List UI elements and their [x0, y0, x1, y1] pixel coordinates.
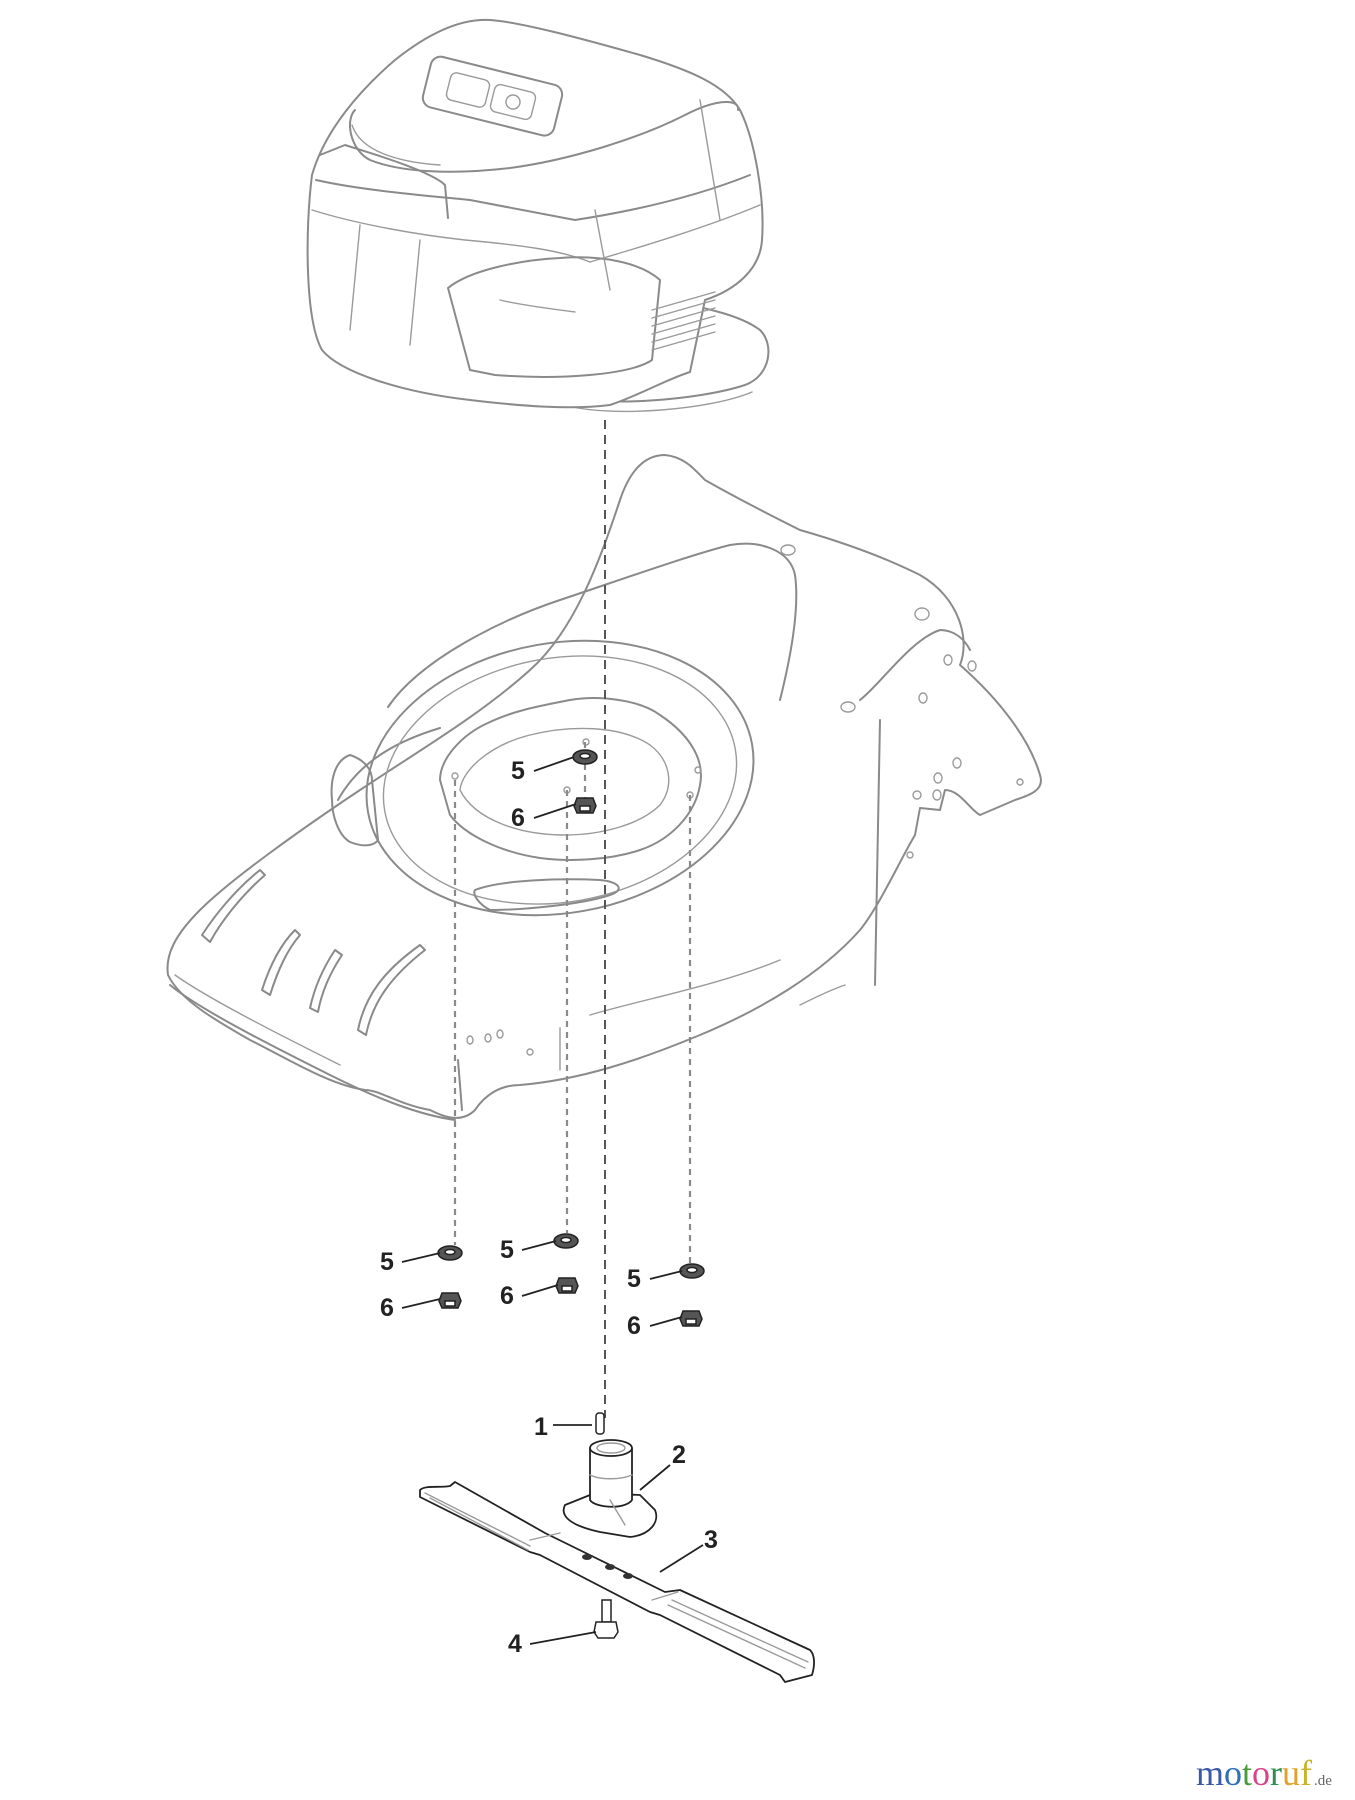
bolt-icon: [593, 1599, 619, 1639]
callouts: 1 2 3 4 5 6 5 6: [380, 756, 718, 1658]
nut-icon: [573, 797, 597, 814]
logo-letter: m: [1196, 1753, 1225, 1793]
callout-label: 1: [534, 1413, 548, 1441]
callout-3: 3: [659, 1526, 718, 1573]
callout-6-deck: 6: [511, 803, 577, 832]
logo-letter: o: [1224, 1753, 1243, 1793]
front-slots: [201, 869, 426, 1036]
callout-4: 4: [508, 1630, 597, 1658]
blade-adapter-icon: [562, 1439, 658, 1538]
callout-2: 2: [639, 1441, 686, 1491]
logo-letter: u: [1282, 1753, 1301, 1793]
callout-5-right: 5: [627, 1265, 683, 1293]
key-icon: [595, 1412, 605, 1435]
callout-label: 6: [500, 1282, 514, 1310]
callout-label: 5: [627, 1265, 641, 1293]
washer-icon: [553, 1233, 579, 1249]
watermark-logo: motoruf.de: [1196, 1752, 1332, 1794]
callout-label: 3: [704, 1526, 718, 1554]
logo-tld: .de: [1314, 1773, 1332, 1789]
nut-icon: [679, 1310, 703, 1327]
callout-label: 5: [511, 757, 525, 785]
vent-grille: [651, 291, 716, 351]
blade-assembly: [419, 1412, 815, 1683]
logo-letter: t: [1242, 1753, 1253, 1793]
assembly-lines: [453, 420, 692, 1418]
callout-6-middle: 6: [500, 1282, 559, 1310]
washer-icon: [679, 1263, 705, 1279]
logo-letter: f: [1300, 1753, 1313, 1793]
logo-letter: r: [1270, 1753, 1283, 1793]
callout-5-left: 5: [380, 1248, 441, 1276]
nut-icon: [555, 1277, 579, 1294]
nut-icon: [438, 1292, 462, 1309]
callout-label: 6: [380, 1294, 394, 1322]
engine-cover: [306, 18, 770, 413]
callout-6-right: 6: [627, 1312, 683, 1340]
washer-icon: [437, 1245, 463, 1261]
callout-label: 5: [500, 1236, 514, 1264]
callout-label: 2: [672, 1441, 686, 1469]
washers: [437, 749, 705, 1279]
control-panel-icon: [421, 55, 564, 137]
callout-1: 1: [534, 1413, 592, 1441]
callout-5-middle: 5: [500, 1236, 557, 1264]
callout-label: 4: [508, 1630, 522, 1658]
callout-5-deck: 5: [511, 756, 575, 785]
callout-label: 6: [627, 1312, 641, 1340]
washer-icon: [572, 749, 598, 765]
blade-icon: [419, 1481, 815, 1683]
callout-6-left: 6: [380, 1294, 441, 1322]
callout-label: 6: [511, 804, 525, 832]
callout-label: 5: [380, 1248, 394, 1276]
logo-letter: o: [1252, 1753, 1271, 1793]
